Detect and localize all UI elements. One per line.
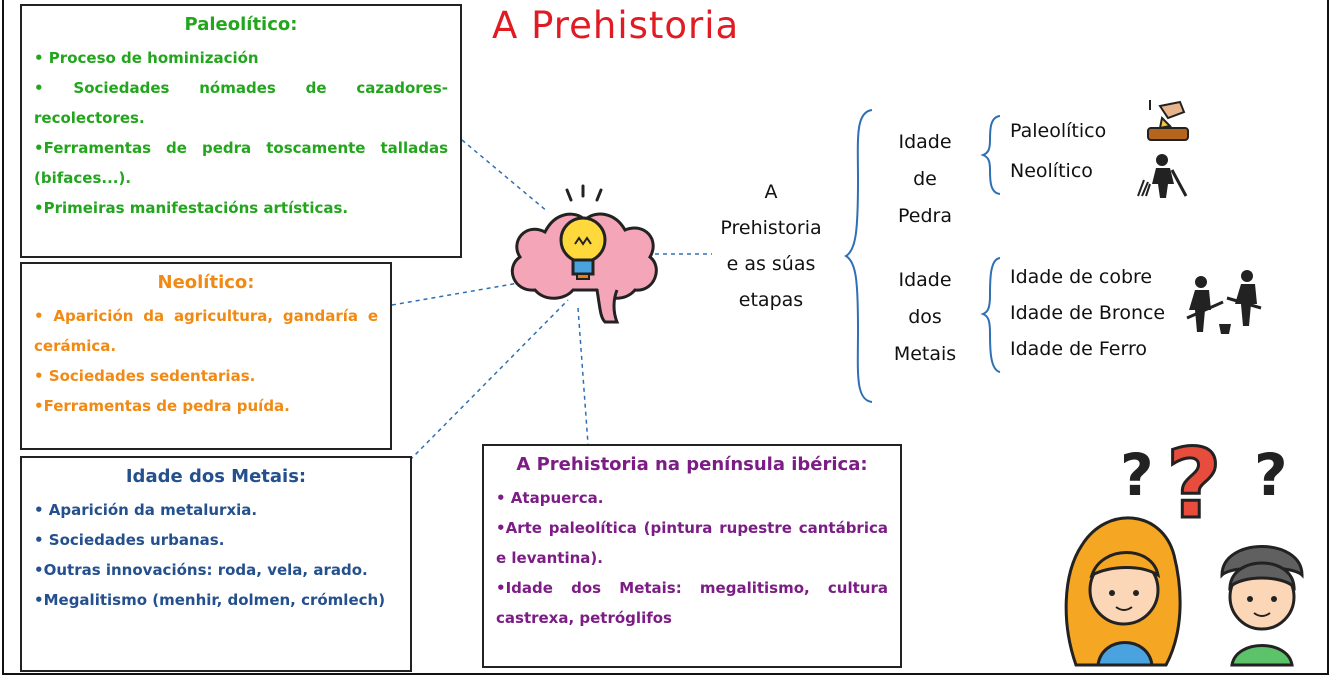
stage-label-line: Metais <box>893 343 957 365</box>
metais-list: • Aparición da metalurxia. • Sociedades … <box>34 495 398 615</box>
neolitico-list: • Aparición da agricultura, gandaría e c… <box>34 301 378 421</box>
page-title: A Prehistoria <box>492 4 740 47</box>
center-label-line: etapas <box>738 289 804 311</box>
list-item: • Aparición da metalurxia. <box>34 501 258 519</box>
neolitico-box: Neolítico: • Aparición da agricultura, g… <box>20 262 392 450</box>
metais-box: Idade dos Metais: • Aparición da metalur… <box>20 456 412 672</box>
list-item: •Ferramentas de pedra toscamente tallada… <box>34 139 448 187</box>
center-label-line: A <box>764 181 778 203</box>
svg-text:?: ? <box>1120 441 1154 509</box>
connector-metais <box>409 299 569 461</box>
stage-label-line: de <box>913 168 937 190</box>
center-label-line: Prehistoria <box>720 217 822 239</box>
svg-text:?: ? <box>1166 428 1222 540</box>
paleolitico-list: • Proceso de hominización • Sociedades n… <box>34 43 448 223</box>
connector-neolitico <box>391 279 537 306</box>
period-ferro: Idade de Ferro <box>1010 338 1147 360</box>
center-label-line: e as súas <box>726 253 816 275</box>
iberica-box: A Prehistoria na península ibérica: • At… <box>482 444 902 668</box>
brace-metais <box>980 257 1001 373</box>
brace-pedra <box>980 115 1001 195</box>
list-item: •Arte paleolítica (pintura rupestre cant… <box>496 519 888 567</box>
list-item: • Proceso de hominización <box>34 49 259 67</box>
list-item: •Outras innovacións: roda, vela, arado. <box>34 561 368 579</box>
list-item: •Ferramentas de pedra puída. <box>34 397 290 415</box>
brace-main <box>844 109 873 403</box>
question-people-icon: ? ? ? <box>1064 427 1304 667</box>
list-item: •Primeiras manifestacións artísticas. <box>34 199 349 217</box>
stage-label-line: Idade <box>898 269 952 291</box>
paleolitico-heading: Paleolítico: <box>184 14 298 35</box>
farmer-icon <box>1137 154 1188 198</box>
connector-paleolitico <box>461 139 549 213</box>
period-bronce: Idade de Bronce <box>1010 302 1166 324</box>
stone-tool-icon <box>1147 100 1189 141</box>
list-item: • Sociedades urbanas. <box>34 531 225 549</box>
stage-label-line: Pedra <box>898 205 952 227</box>
list-item: • Atapuerca. <box>496 489 604 507</box>
period-cobre: Idade de cobre <box>1010 266 1153 288</box>
stage-label-line: dos <box>908 306 942 328</box>
metais-heading: Idade dos Metais: <box>125 466 307 487</box>
period-paleolitico: Paleolítico <box>1010 120 1107 142</box>
list-item: • Sociedades nómades de cazadores-recole… <box>34 79 448 127</box>
metal-workers-icon <box>1186 270 1262 334</box>
neolitico-heading: Neolítico: <box>157 272 255 293</box>
list-item: • Aparición da agricultura, gandaría e c… <box>34 307 378 355</box>
stage-pedra-label: Idade de Pedra <box>880 124 970 235</box>
iberica-list: • Atapuerca. •Arte paleolítica (pintura … <box>496 483 888 633</box>
list-item: • Sociedades sedentarias. <box>34 367 256 385</box>
connector-iberica <box>577 307 589 445</box>
paleolitico-box: Paleolítico: • Proceso de hominización •… <box>20 4 462 258</box>
brain-lightbulb-icon <box>510 184 658 324</box>
list-item: •Idade dos Metais: megalitismo, cultura … <box>496 579 888 627</box>
period-neolitico: Neolítico <box>1010 160 1093 182</box>
svg-text:?: ? <box>1254 441 1288 509</box>
stage-metais-label: Idade dos Metais <box>880 262 970 373</box>
iberica-heading: A Prehistoria na península ibérica: <box>516 454 868 475</box>
center-label: A Prehistoria e as súas etapas <box>696 174 846 318</box>
stage-label-line: Idade <box>898 131 952 153</box>
list-item: •Megalitismo (menhir, dolmen, crómlech) <box>34 591 386 609</box>
